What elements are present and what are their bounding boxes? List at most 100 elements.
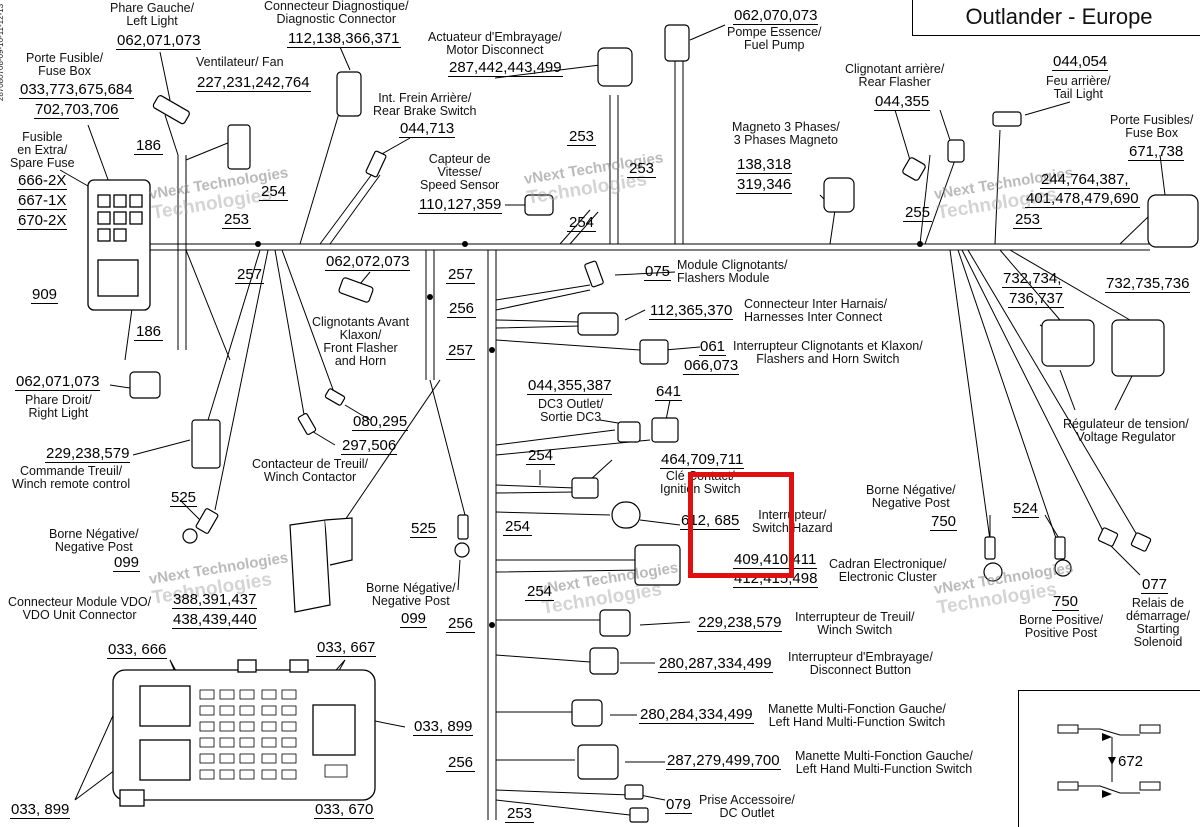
contacteur-num2: 297,506 xyxy=(341,437,398,455)
phare-droit-num: 062,071,073 xyxy=(15,373,101,391)
contacteur-num1: 080,295 xyxy=(352,413,409,431)
pompe-label: Pompe Essence/Fuel Pump xyxy=(727,25,822,52)
conn-diag-num: 112,138,366,371 xyxy=(287,30,401,48)
fusible-n2: 667-1X xyxy=(17,192,68,210)
fuse-callout-667: 033, 667 xyxy=(316,639,377,657)
fusible-n1: 666-2X xyxy=(17,172,68,190)
inter-treuil-num: 229,238,579 xyxy=(697,614,783,632)
module-cligno-label: Module Clignotants/Flashers Module xyxy=(677,258,788,285)
commande-treuil-num: 229,238,579 xyxy=(45,445,131,463)
diagram-title: Outlander - Europe xyxy=(912,0,1200,36)
frein-label: Int. Frein Arrière/Rear Brake Switch xyxy=(373,91,477,118)
wire-257: 257 xyxy=(446,266,476,284)
regulateur-label: Régulateur de tension/Voltage Regulator xyxy=(1063,417,1189,444)
wire-254: 254 xyxy=(525,583,555,601)
inter-embrayage-num: 280,287,334,499 xyxy=(658,655,773,673)
commande-treuil-label: Commande Treuil/Winch remote control xyxy=(12,464,131,491)
ignition-num: 464,709,711 xyxy=(660,451,745,469)
wire-186: 186 xyxy=(134,323,164,341)
highlight-box xyxy=(688,472,794,578)
clignotant-arriere-label: Clignotant arrière/Rear Flasher xyxy=(845,62,945,89)
inter-cligno-num1: 061 xyxy=(699,338,727,356)
borne-pos-num: 750 xyxy=(1052,593,1080,611)
fuse-callout-670: 033, 670 xyxy=(314,801,375,819)
borne-neg-center-num: 525 xyxy=(410,520,438,538)
contacteur-label: Contacteur de Treuil/Winch Contactor xyxy=(252,457,369,484)
borne-pos-label: Borne Positive/Positive Post xyxy=(1019,613,1104,640)
conn-diag-label: Connecteur Diagnostique/Diagnostic Conne… xyxy=(264,0,409,26)
regulateur-num-3: 732,735,736 xyxy=(1105,275,1191,293)
wire-253: 253 xyxy=(222,211,252,229)
side-code: 287080708-09-10-11-12-13 xyxy=(0,3,6,102)
cadran-num1: 409,410,411 xyxy=(733,551,818,569)
dc3-num2: 641 xyxy=(655,383,683,401)
borne-neg-right-num2: 524 xyxy=(1012,500,1040,518)
diode-num: 672 xyxy=(1118,753,1144,770)
r-group-num2: 401,478,479,690 xyxy=(1025,190,1140,208)
magneto-num1: 138,318 xyxy=(736,156,793,174)
wire-254: 254 xyxy=(526,447,556,465)
inter-embrayage-label: Interrupteur d'Embrayage/Disconnect Butt… xyxy=(788,650,933,677)
regulateur-num-1: 732,734, xyxy=(1002,270,1063,288)
phare-gauche-num: 062,071,073 xyxy=(116,32,202,50)
vdo-label: Connecteur Module VDO/VDO Unit Connector xyxy=(8,595,152,622)
borne-neg-right-num: 750 xyxy=(930,513,958,531)
ventilateur-num: 227,231,242,764 xyxy=(196,74,311,92)
phare-gauche-label: Phare Gauche/Left Light xyxy=(110,1,195,28)
borne-neg-left-num: 525 xyxy=(170,489,198,507)
porte-fusible-right-num: 671,738 xyxy=(1128,143,1185,161)
porte-fusible-left-num2: 702,703,706 xyxy=(34,101,120,119)
pompe-num: 062,070,073 xyxy=(733,7,819,25)
dc3-num: 044,355,387 xyxy=(527,377,613,395)
vdo-num2: 438,439,440 xyxy=(172,611,258,629)
magneto-num2: 319,346 xyxy=(736,176,793,194)
dc3-label: DC3 Outlet/Sortie DC3 xyxy=(538,397,604,424)
hazard-num: 612, 685 xyxy=(680,512,741,530)
wire-256: 256 xyxy=(446,615,476,633)
manette-g2-num: 287,279,499,700 xyxy=(666,752,781,770)
cadran-label: Cadran Electronique/Electronic Cluster xyxy=(829,557,947,584)
borne-neg-center-num2: 099 xyxy=(400,610,428,628)
prise-num: 079 xyxy=(665,796,693,814)
fuse-909-num: 909 xyxy=(31,286,59,304)
wire-186: 186 xyxy=(134,137,164,155)
clignotant-arriere-num: 044,355 xyxy=(874,93,931,111)
relais-num: 077 xyxy=(1141,576,1169,594)
wire-257: 257 xyxy=(446,342,476,360)
actuateur-num: 287,442,443,499 xyxy=(448,59,563,77)
inter-harnais-num: 112,365,370 xyxy=(649,302,734,320)
wire-253: 253 xyxy=(567,128,597,146)
borne-neg-left-num2: 099 xyxy=(113,554,141,572)
feu-arriere-label: Feu arrière/Tail Light xyxy=(1046,74,1111,101)
wire-256: 256 xyxy=(447,300,477,318)
wire-253: 253 xyxy=(505,805,535,823)
wire-253: 253 xyxy=(1013,211,1043,229)
fusible-n3: 670-2X xyxy=(17,212,68,230)
manette-g2-label: Manette Multi-Fonction Gauche/Left Hand … xyxy=(795,749,973,776)
fuse-callout-899-right: 033, 899 xyxy=(413,718,474,736)
wire-255: 255 xyxy=(903,204,933,222)
borne-neg-left-label: Borne Négative/Negative Post xyxy=(49,527,139,554)
vdo-num1: 388,391,437 xyxy=(172,591,258,609)
wire-256: 256 xyxy=(446,754,476,772)
inter-harnais-label: Connecteur Inter Harnais/Harnesses Inter… xyxy=(744,297,888,324)
borne-neg-right-label: Borne Négative/Negative Post xyxy=(866,483,956,510)
ventilateur-label: Ventilateur/ Fan xyxy=(196,55,284,69)
inter-treuil-label: Interrupteur de Treuil/Winch Switch xyxy=(795,610,915,637)
module-cligno-num: 075 xyxy=(644,263,672,281)
borne-neg-center-label: Borne Négative/Negative Post xyxy=(366,581,456,608)
phare-droit-label: Phare Droit/Right Light xyxy=(25,393,92,420)
magneto-label: Magneto 3 Phases/3 Phases Magneto xyxy=(732,120,840,147)
diode-legend-box xyxy=(1018,690,1200,827)
porte-fusible-right-label: Porte Fusibles/Fuse Box xyxy=(1110,113,1194,140)
feu-arriere-num: 044,054 xyxy=(1052,53,1109,71)
manette-g-num: 280,284,334,499 xyxy=(639,706,754,724)
manette-g-label: Manette Multi-Fonction Gauche/Left Hand … xyxy=(768,702,946,729)
capteur-num: 110,127,359 xyxy=(418,196,503,214)
